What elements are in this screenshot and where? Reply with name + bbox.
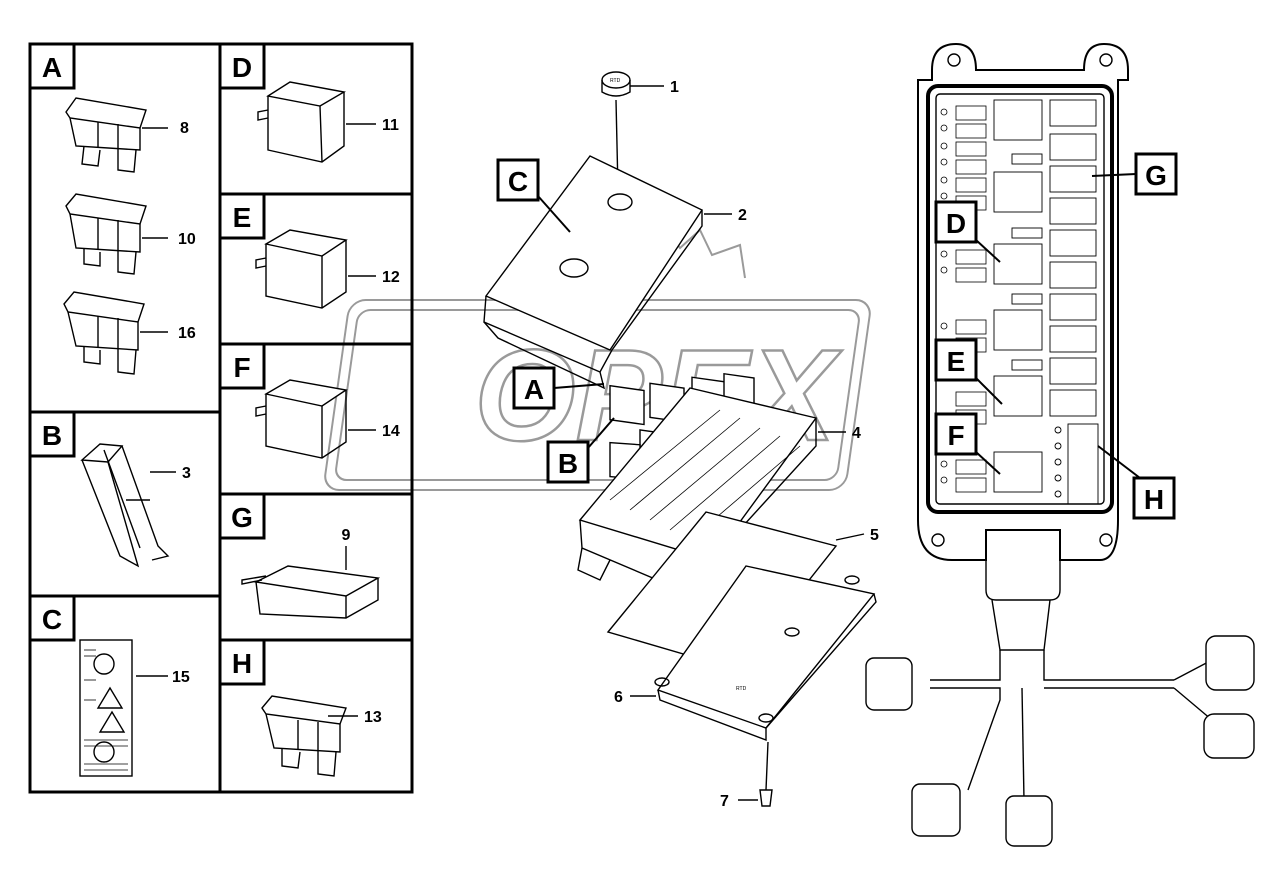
panel-c: C 15 — [28, 594, 222, 794]
callout-a: A — [512, 366, 605, 410]
part-13-label: 13 — [364, 709, 382, 726]
cap-text: RTD — [610, 78, 621, 84]
panel-b: B 3 — [28, 410, 222, 598]
fuse-13 — [261, 695, 358, 777]
fuse-8 — [65, 97, 168, 173]
callout-c-letter: C — [508, 166, 528, 197]
panel-h: H 13 — [218, 638, 414, 794]
base-text: RTD — [736, 686, 747, 692]
part-15-label: 15 — [172, 669, 190, 686]
relay-11 — [257, 81, 376, 163]
callout-f: F — [934, 412, 1001, 475]
wire-harness — [865, 530, 1255, 847]
callout-e-letter: E — [947, 346, 966, 377]
callout-e: E — [934, 338, 1003, 405]
callout-g: G — [1091, 152, 1178, 196]
panel-b-letter: B — [42, 420, 62, 451]
panel-f-letter: F — [233, 352, 250, 383]
part-1-label: 1 — [670, 79, 679, 96]
part-5-label: 5 — [870, 527, 879, 544]
part-12-label: 12 — [382, 269, 400, 286]
part-7-label: 7 — [720, 793, 729, 810]
part-14-label: 14 — [382, 423, 400, 440]
panel-g-letter: G — [231, 502, 253, 533]
relay-14 — [255, 379, 376, 459]
part-4-label: 4 — [852, 425, 861, 442]
screw-7 — [738, 741, 773, 807]
panel-g: G 9 — [218, 492, 414, 642]
fuse-box-assembly: RTD 1 2 — [483, 71, 879, 810]
panel-d: D 11 — [218, 42, 414, 196]
part-6-label: 6 — [614, 689, 623, 706]
fuse-16 — [63, 291, 168, 375]
part-2-label: 2 — [738, 207, 747, 224]
callout-d: D — [934, 200, 1001, 263]
callout-a-letter: A — [524, 374, 544, 405]
callout-b: B — [546, 417, 615, 484]
relay-12 — [255, 229, 376, 309]
module-9 — [241, 546, 381, 619]
part-16-label: 16 — [178, 325, 196, 342]
panel-c-letter: C — [42, 604, 62, 635]
callout-h: H — [1097, 445, 1176, 520]
fuse-10 — [65, 193, 168, 275]
part-9-label: 9 — [342, 527, 351, 544]
panel-f: F 14 — [218, 342, 414, 496]
panel-e-letter: E — [233, 202, 252, 233]
callout-h-letter: H — [1144, 484, 1164, 515]
callout-c: C — [496, 158, 571, 233]
label-sticker-15 — [79, 639, 168, 777]
part-8-label: 8 — [180, 120, 189, 137]
layout-mini-relays — [1049, 99, 1099, 505]
panel-a-letter: A — [42, 52, 62, 83]
callout-d-letter: D — [946, 208, 966, 239]
part-10-label: 10 — [178, 231, 196, 248]
part-3-label: 3 — [182, 465, 191, 482]
callout-f-letter: F — [947, 420, 964, 451]
layout-relay-column — [993, 99, 1043, 493]
fuse-box-layout-view: D E F G H — [865, 42, 1255, 847]
bottom-plate-6: RTD — [630, 565, 877, 742]
cover-2 — [483, 155, 732, 390]
panel-d-letter: D — [232, 52, 252, 83]
panel-h-letter: H — [232, 648, 252, 679]
panel-a: A 8 10 16 — [28, 42, 222, 414]
part-11-label: 11 — [382, 117, 399, 134]
callout-g-letter: G — [1145, 160, 1167, 191]
panel-e: E 12 — [218, 192, 414, 346]
fuse-puller-3 — [80, 443, 176, 568]
callout-b-letter: B — [558, 448, 578, 479]
